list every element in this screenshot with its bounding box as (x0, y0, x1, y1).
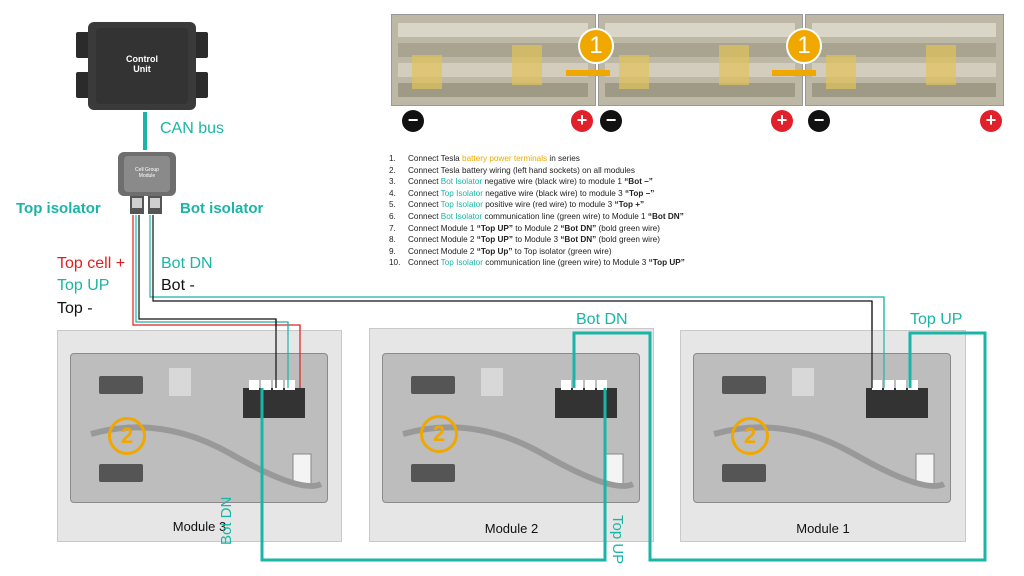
step-text: “Top –” (624, 188, 655, 198)
instruction-step: 8.Connect Module 2 “Top UP” to Module 3 … (389, 234, 685, 246)
instruction-step: 10. Connect Top Isolator communication li… (389, 257, 685, 269)
step-text: Connect (408, 258, 441, 268)
bot-dn-label: Bot DN (161, 255, 213, 272)
module-1-photo: 2 Module 1 (680, 330, 966, 542)
step-text: Connect Module 1 (408, 223, 477, 233)
minus-terminal-icon: − (808, 110, 830, 132)
step-text: Connect Tesla battery wiring (left hand … (408, 165, 635, 175)
step-1-badge-2: 1 (786, 28, 822, 64)
top-up-vertical-label: Top UP (609, 515, 626, 565)
step-text: in series (547, 154, 580, 163)
bot-dn-vertical-label: Bot DN (218, 496, 235, 545)
cell-group-label-2: Module (138, 173, 156, 179)
step-text: Connect (408, 200, 441, 210)
step-text: to Top isolator (green wire) (512, 246, 612, 256)
battery-module-2 (598, 14, 803, 106)
instruction-step: 1.Connect Tesla battery power terminals … (389, 153, 685, 165)
module-3-photo: 2 Module 3 (57, 330, 342, 542)
step-text: negative wire (black wire) to module 1 (482, 177, 625, 187)
battery-module-1 (805, 14, 1004, 106)
cell-group-label-1: Cell Group (135, 167, 159, 173)
instruction-step: 2. Connect Tesla battery wiring (left han… (389, 165, 685, 177)
step-number: 1. (389, 154, 396, 163)
instruction-step: 9. Connect Module 2 “Top Up” to Top isola… (389, 246, 685, 258)
step-number: 3. (389, 177, 396, 187)
plus-terminal-icon: + (571, 110, 593, 132)
step-text: “Top +” (614, 200, 645, 210)
step-text: Connect (408, 177, 441, 187)
module-3-label: Module 3 (172, 519, 227, 534)
step-text: Bot Isolator (440, 177, 483, 187)
bot-dn-module2-label: Bot DN (576, 311, 628, 328)
step-text: “Top UP” (476, 235, 513, 245)
step-number: 10. (389, 258, 401, 268)
step-number: 4. (389, 188, 396, 198)
module-2-step-badge: 2 (420, 415, 458, 453)
step-text: Top Isolator (440, 258, 483, 268)
battery-module-3 (391, 14, 596, 106)
bot-isolator-label: Bot isolator (180, 200, 264, 217)
step-text: Connect (408, 188, 441, 198)
step-text: “Bot DN” (647, 211, 684, 221)
step-text: to Module 3 (512, 235, 561, 245)
step-text: Bot Isolator (440, 211, 483, 221)
module-2-label: Module 2 (484, 521, 539, 536)
instruction-list: 1.Connect Tesla battery power terminals … (389, 153, 685, 269)
bot-minus-label: Bot - (161, 277, 195, 294)
cell-group-module: Cell Group Module (116, 150, 178, 216)
step-number: 8. (389, 235, 396, 245)
step-number: 5. (389, 200, 396, 210)
module-1-step-badge: 2 (731, 417, 769, 455)
instruction-step: 5. Connect Top Isolator positive wire (re… (389, 199, 685, 211)
step-text: “Bot DN” (560, 235, 597, 245)
step-number: 6. (389, 211, 396, 221)
instruction-step: 6. Connect Bot Isolator communication lin… (389, 211, 685, 223)
step-text: communication line (green wire) to Modul… (482, 258, 649, 268)
step-number: 9. (389, 246, 396, 256)
step-text: Top Isolator (440, 200, 483, 210)
busbar-2 (772, 70, 816, 76)
can-bus-label: CAN bus (160, 120, 225, 137)
minus-terminal-icon: − (402, 110, 424, 132)
top-up-module1-label: Top UP (910, 311, 963, 328)
module-3-step-badge: 2 (108, 417, 146, 455)
step-text: Connect Module 2 (408, 235, 477, 245)
step-text: Connect Module 2 (408, 246, 477, 256)
step-number: 7. (389, 223, 396, 233)
top-up-label: Top UP (57, 277, 110, 294)
plus-terminal-icon: + (771, 110, 793, 132)
step-text: negative wire (black wire) to module 3 (482, 188, 625, 198)
step-text: positive wire (red wire) to module 3 (482, 200, 615, 210)
top-cell-plus-label: Top cell + (57, 255, 126, 272)
step-number: 2. (389, 165, 396, 175)
step-text: “Top UP” (648, 258, 685, 268)
busbar-1 (566, 70, 610, 76)
minus-terminal-icon: − (600, 110, 622, 132)
top-minus-label: Top - (57, 300, 93, 317)
plus-terminal-icon: + (980, 110, 1002, 132)
step-text: “Top Up” (476, 246, 513, 256)
step-text: (bold green wire) (596, 235, 660, 245)
instruction-step: 4. Connect Top Isolator negative wire (bl… (389, 188, 685, 200)
control-unit-label-1: Control (126, 54, 158, 64)
step-text: Connect (408, 211, 441, 221)
control-unit: Control Unit (68, 18, 216, 114)
step-text: communication line (green wire) to Modul… (482, 211, 648, 221)
step-text: to Module 2 (512, 223, 561, 233)
step-text: Top Isolator (440, 188, 483, 198)
step-text: Connect Tesla (408, 154, 463, 163)
step-text: “Top UP” (476, 223, 513, 233)
step-text: “Bot –” (624, 177, 653, 187)
step-text: “Bot DN” (560, 223, 597, 233)
step-1-badge: 1 (578, 28, 614, 64)
step-text: battery power terminals (462, 154, 548, 163)
top-isolator-label: Top isolator (16, 200, 101, 217)
control-unit-label-2: Unit (133, 64, 151, 74)
instruction-step: 7.Connect Module 1 “Top UP” to Module 2 … (389, 223, 685, 235)
instruction-step: 3. Connect Bot Isolator negative wire (bl… (389, 176, 685, 188)
module-1-label: Module 1 (796, 521, 850, 536)
step-text: (bold green wire) (596, 223, 660, 233)
module-2-photo: 2 Module 2 (369, 328, 654, 542)
